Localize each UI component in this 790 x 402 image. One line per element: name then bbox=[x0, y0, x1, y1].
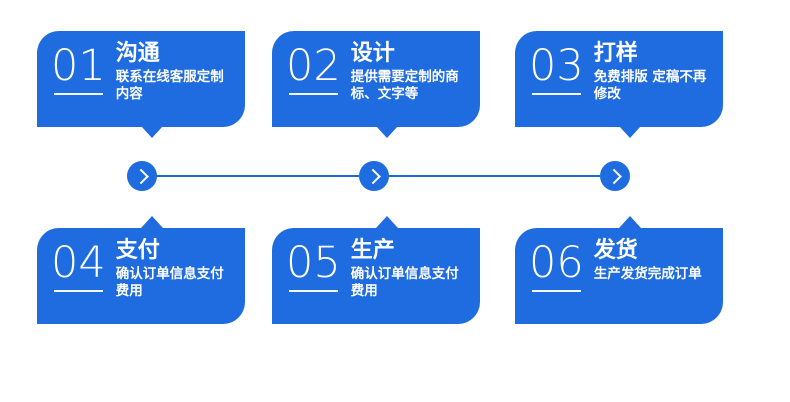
step-text-block: 发货 生产发货完成订单 bbox=[594, 237, 715, 283]
connector-band bbox=[0, 152, 790, 200]
step-number-block: 01 bbox=[51, 40, 106, 95]
card-pointer-down-icon bbox=[376, 126, 398, 138]
step-title: 发货 bbox=[593, 238, 638, 263]
step-card-01: 01 沟通 联系在线客服定制内容 bbox=[37, 31, 245, 138]
step-number-underline bbox=[53, 93, 103, 95]
step-number-underline bbox=[531, 290, 581, 292]
step-text-block: 生产 确认订单信息支付费用 bbox=[351, 237, 472, 300]
step-text-block: 打样 免费排版 定稿不再修改 bbox=[594, 40, 715, 103]
chevron-right-icon bbox=[364, 168, 381, 184]
chevron-right-icon bbox=[132, 168, 149, 184]
step-number-underline bbox=[531, 93, 581, 95]
step-description: 确认订单信息支付费用 bbox=[115, 266, 224, 299]
step-card-content: 05 生产 确认订单信息支付费用 bbox=[272, 228, 480, 324]
step-card-05: 05 生产 确认订单信息支付费用 bbox=[272, 216, 480, 324]
step-number-underline bbox=[288, 290, 338, 292]
step-number: 04 bbox=[51, 238, 106, 288]
step-card-06: 06 发货 生产发货完成订单 bbox=[515, 216, 723, 324]
step-text-block: 支付 确认订单信息支付费用 bbox=[116, 237, 237, 300]
connector-line-segment bbox=[156, 175, 360, 177]
chevron-right-icon bbox=[605, 168, 622, 184]
step-number: 03 bbox=[529, 41, 584, 91]
step-description: 确认订单信息支付费用 bbox=[350, 266, 459, 299]
step-number: 02 bbox=[286, 41, 341, 91]
step-card-02: 02 设计 提供需要定制的商标、文字等 bbox=[272, 31, 480, 138]
card-pointer-up-icon bbox=[141, 216, 163, 228]
step-card-content: 02 设计 提供需要定制的商标、文字等 bbox=[272, 31, 480, 127]
connector-arrow-2 bbox=[359, 161, 389, 191]
step-description: 免费排版 定稿不再修改 bbox=[593, 69, 707, 102]
step-description: 联系在线客服定制内容 bbox=[115, 69, 224, 102]
step-title: 设计 bbox=[350, 41, 395, 66]
card-pointer-up-icon bbox=[619, 216, 641, 228]
step-card-content: 01 沟通 联系在线客服定制内容 bbox=[37, 31, 245, 127]
step-card-content: 04 支付 确认订单信息支付费用 bbox=[37, 228, 245, 324]
card-pointer-down-icon bbox=[141, 126, 163, 138]
connector-line-segment bbox=[388, 175, 600, 177]
connector-arrow-3 bbox=[600, 161, 630, 191]
connector-arrow-1 bbox=[127, 161, 157, 191]
step-number: 05 bbox=[286, 238, 341, 288]
step-number: 01 bbox=[51, 41, 106, 91]
step-number-block: 06 bbox=[529, 237, 584, 292]
step-number-underline bbox=[288, 93, 338, 95]
step-number: 06 bbox=[529, 238, 584, 288]
step-number-block: 05 bbox=[286, 237, 341, 292]
step-title: 沟通 bbox=[115, 41, 160, 66]
step-title: 支付 bbox=[115, 238, 160, 263]
card-pointer-up-icon bbox=[376, 216, 398, 228]
step-card-content: 03 打样 免费排版 定稿不再修改 bbox=[515, 31, 723, 127]
step-description: 提供需要定制的商标、文字等 bbox=[350, 69, 459, 102]
step-card-03: 03 打样 免费排版 定稿不再修改 bbox=[515, 31, 723, 138]
step-number-block: 03 bbox=[529, 40, 584, 95]
step-number-underline bbox=[53, 290, 103, 292]
step-card-04: 04 支付 确认订单信息支付费用 bbox=[37, 216, 245, 324]
step-text-block: 沟通 联系在线客服定制内容 bbox=[116, 40, 237, 103]
step-title: 生产 bbox=[350, 238, 395, 263]
step-number-block: 02 bbox=[286, 40, 341, 95]
card-pointer-down-icon bbox=[619, 126, 641, 138]
step-text-block: 设计 提供需要定制的商标、文字等 bbox=[351, 40, 472, 103]
step-description: 生产发货完成订单 bbox=[593, 266, 702, 282]
step-title: 打样 bbox=[593, 41, 638, 66]
step-card-content: 06 发货 生产发货完成订单 bbox=[515, 228, 723, 324]
step-number-block: 04 bbox=[51, 237, 106, 292]
